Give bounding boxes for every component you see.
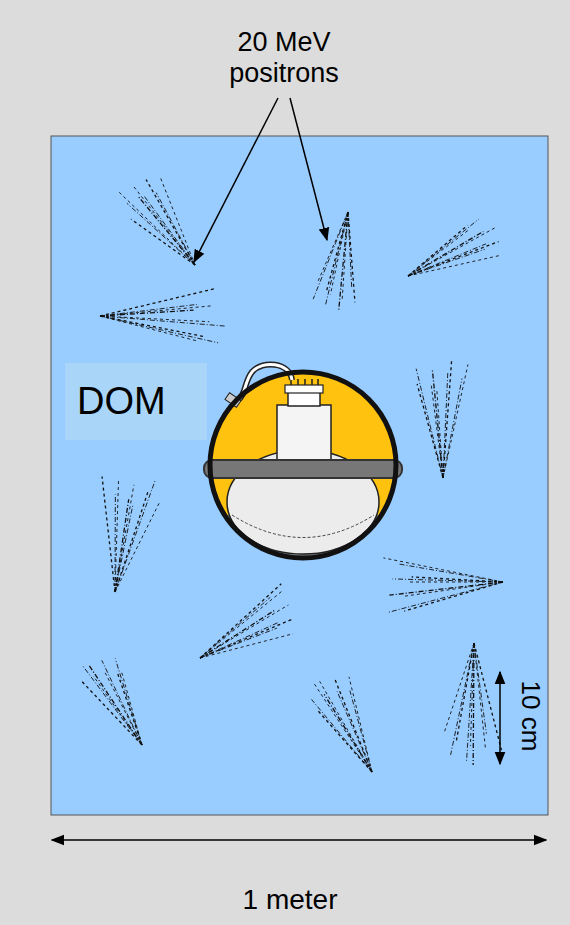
shower-track xyxy=(100,310,194,316)
shower-track xyxy=(443,373,448,478)
shower-track xyxy=(82,681,142,745)
shower-track xyxy=(389,582,503,612)
shower-track xyxy=(100,316,203,336)
shower-track xyxy=(146,180,195,265)
shower-track xyxy=(349,677,372,772)
shower-track xyxy=(313,212,348,299)
shower-track xyxy=(443,364,468,478)
shower-label: 20 MeV positrons xyxy=(209,27,359,89)
shower-track xyxy=(88,664,142,745)
shower-track xyxy=(156,193,195,265)
shower-track xyxy=(200,584,281,658)
shower-track xyxy=(160,177,195,265)
shower-track xyxy=(334,678,372,772)
shower-track xyxy=(200,634,293,658)
shower-track xyxy=(320,681,372,772)
shower-track xyxy=(444,643,474,733)
label-box: DOM xyxy=(65,363,207,440)
shower-track xyxy=(200,628,277,658)
shower-track xyxy=(200,619,292,658)
shower-track xyxy=(408,219,479,276)
shower-track xyxy=(102,476,115,592)
shower-track xyxy=(404,582,503,611)
shower-track xyxy=(122,673,142,745)
width-arrow xyxy=(52,839,546,841)
shower-track xyxy=(119,192,195,265)
shower-track xyxy=(437,388,443,478)
shower-track xyxy=(115,479,156,592)
shower-track xyxy=(408,249,485,276)
scale-label: 10 cm xyxy=(515,681,545,752)
shower-track xyxy=(132,185,195,265)
shower-track xyxy=(144,196,195,265)
shower-track xyxy=(348,212,352,287)
shower-track xyxy=(416,369,443,478)
shower-track xyxy=(100,316,198,341)
shower-track xyxy=(200,605,288,658)
shower-track xyxy=(100,316,209,322)
shower-track xyxy=(115,504,133,592)
shower-track xyxy=(100,306,213,316)
shower-track xyxy=(408,256,499,276)
positron-showers xyxy=(82,177,503,772)
ice-volume xyxy=(51,136,548,815)
scale-arrow xyxy=(499,672,501,764)
shower-track xyxy=(383,558,503,582)
shower-track xyxy=(115,485,134,592)
shower-track xyxy=(317,212,348,284)
shower-track xyxy=(389,582,503,595)
shower-track xyxy=(408,242,499,276)
shower-track xyxy=(474,643,486,749)
shower-track xyxy=(348,212,355,302)
shower-track xyxy=(443,379,462,478)
shower-track xyxy=(102,660,142,745)
shower-track xyxy=(325,212,348,306)
dom-sphere xyxy=(200,364,410,575)
shower-track xyxy=(398,564,503,582)
shower-track xyxy=(100,289,214,316)
width-label: 1 meter xyxy=(243,884,338,916)
shower-track xyxy=(115,501,160,592)
shower-track xyxy=(82,665,142,745)
shower-track xyxy=(339,212,348,312)
shower-track xyxy=(115,492,148,592)
pointer-arrows xyxy=(194,98,327,262)
shower-track xyxy=(432,370,443,478)
shower-track xyxy=(327,212,348,290)
shower-track xyxy=(408,228,495,276)
shower-track xyxy=(200,591,283,658)
shower-track xyxy=(451,643,474,755)
shower-track xyxy=(100,316,218,343)
shower-track xyxy=(313,682,372,772)
shower-track xyxy=(474,643,501,750)
box-label: DOM xyxy=(65,363,207,440)
shower-track xyxy=(115,658,142,745)
